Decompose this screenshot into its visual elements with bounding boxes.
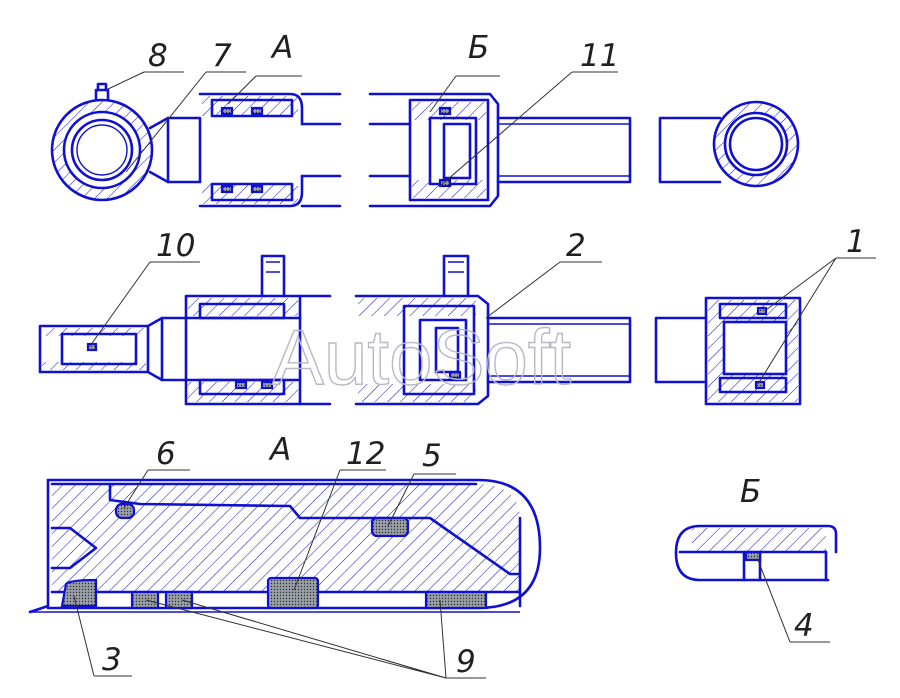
seal-9c [424, 590, 488, 610]
callout-11: 11 [580, 38, 619, 74]
seal-9b [164, 590, 194, 610]
callout-3: 3 [102, 642, 122, 678]
view-label-b-top: Б [468, 30, 489, 66]
callout-8: 8 [148, 38, 168, 74]
view-label-a-detail: А [268, 432, 291, 468]
piston-section-b [368, 92, 632, 208]
gland-housing-side [184, 254, 332, 406]
callout-6: 6 [156, 436, 176, 472]
callout-4: 4 [794, 608, 814, 644]
callout-5: 5 [422, 438, 442, 474]
seal-4 [744, 550, 762, 562]
callout-2: 2 [566, 228, 586, 264]
callout-1: 1 [846, 224, 866, 260]
piston-side [354, 254, 632, 406]
cylinder-eye-right [658, 100, 800, 188]
detail-b [674, 524, 838, 582]
seal-3 [60, 578, 98, 608]
callout-10: 10 [156, 228, 195, 264]
view-label-a-top: А [270, 30, 293, 66]
seal-12 [266, 576, 320, 610]
cylinder-end-side [654, 296, 802, 406]
watermark-text: AutoSoft [272, 313, 572, 401]
callout-7: 7 [212, 38, 232, 74]
gland-housing-a [198, 92, 342, 208]
callout-12: 12 [346, 436, 385, 472]
seal-6 [114, 502, 136, 520]
seal-5 [370, 516, 410, 538]
rod-eye-left [50, 82, 154, 202]
leader-lines [73, 71, 876, 679]
rod-eye-side [38, 316, 164, 382]
side-view-assembly [38, 254, 802, 406]
detail-a [28, 478, 542, 614]
seal-9a [130, 590, 160, 610]
view-label-b-detail: Б [740, 474, 761, 510]
callout-9: 9 [456, 644, 476, 680]
top-view-assembly [50, 82, 800, 208]
